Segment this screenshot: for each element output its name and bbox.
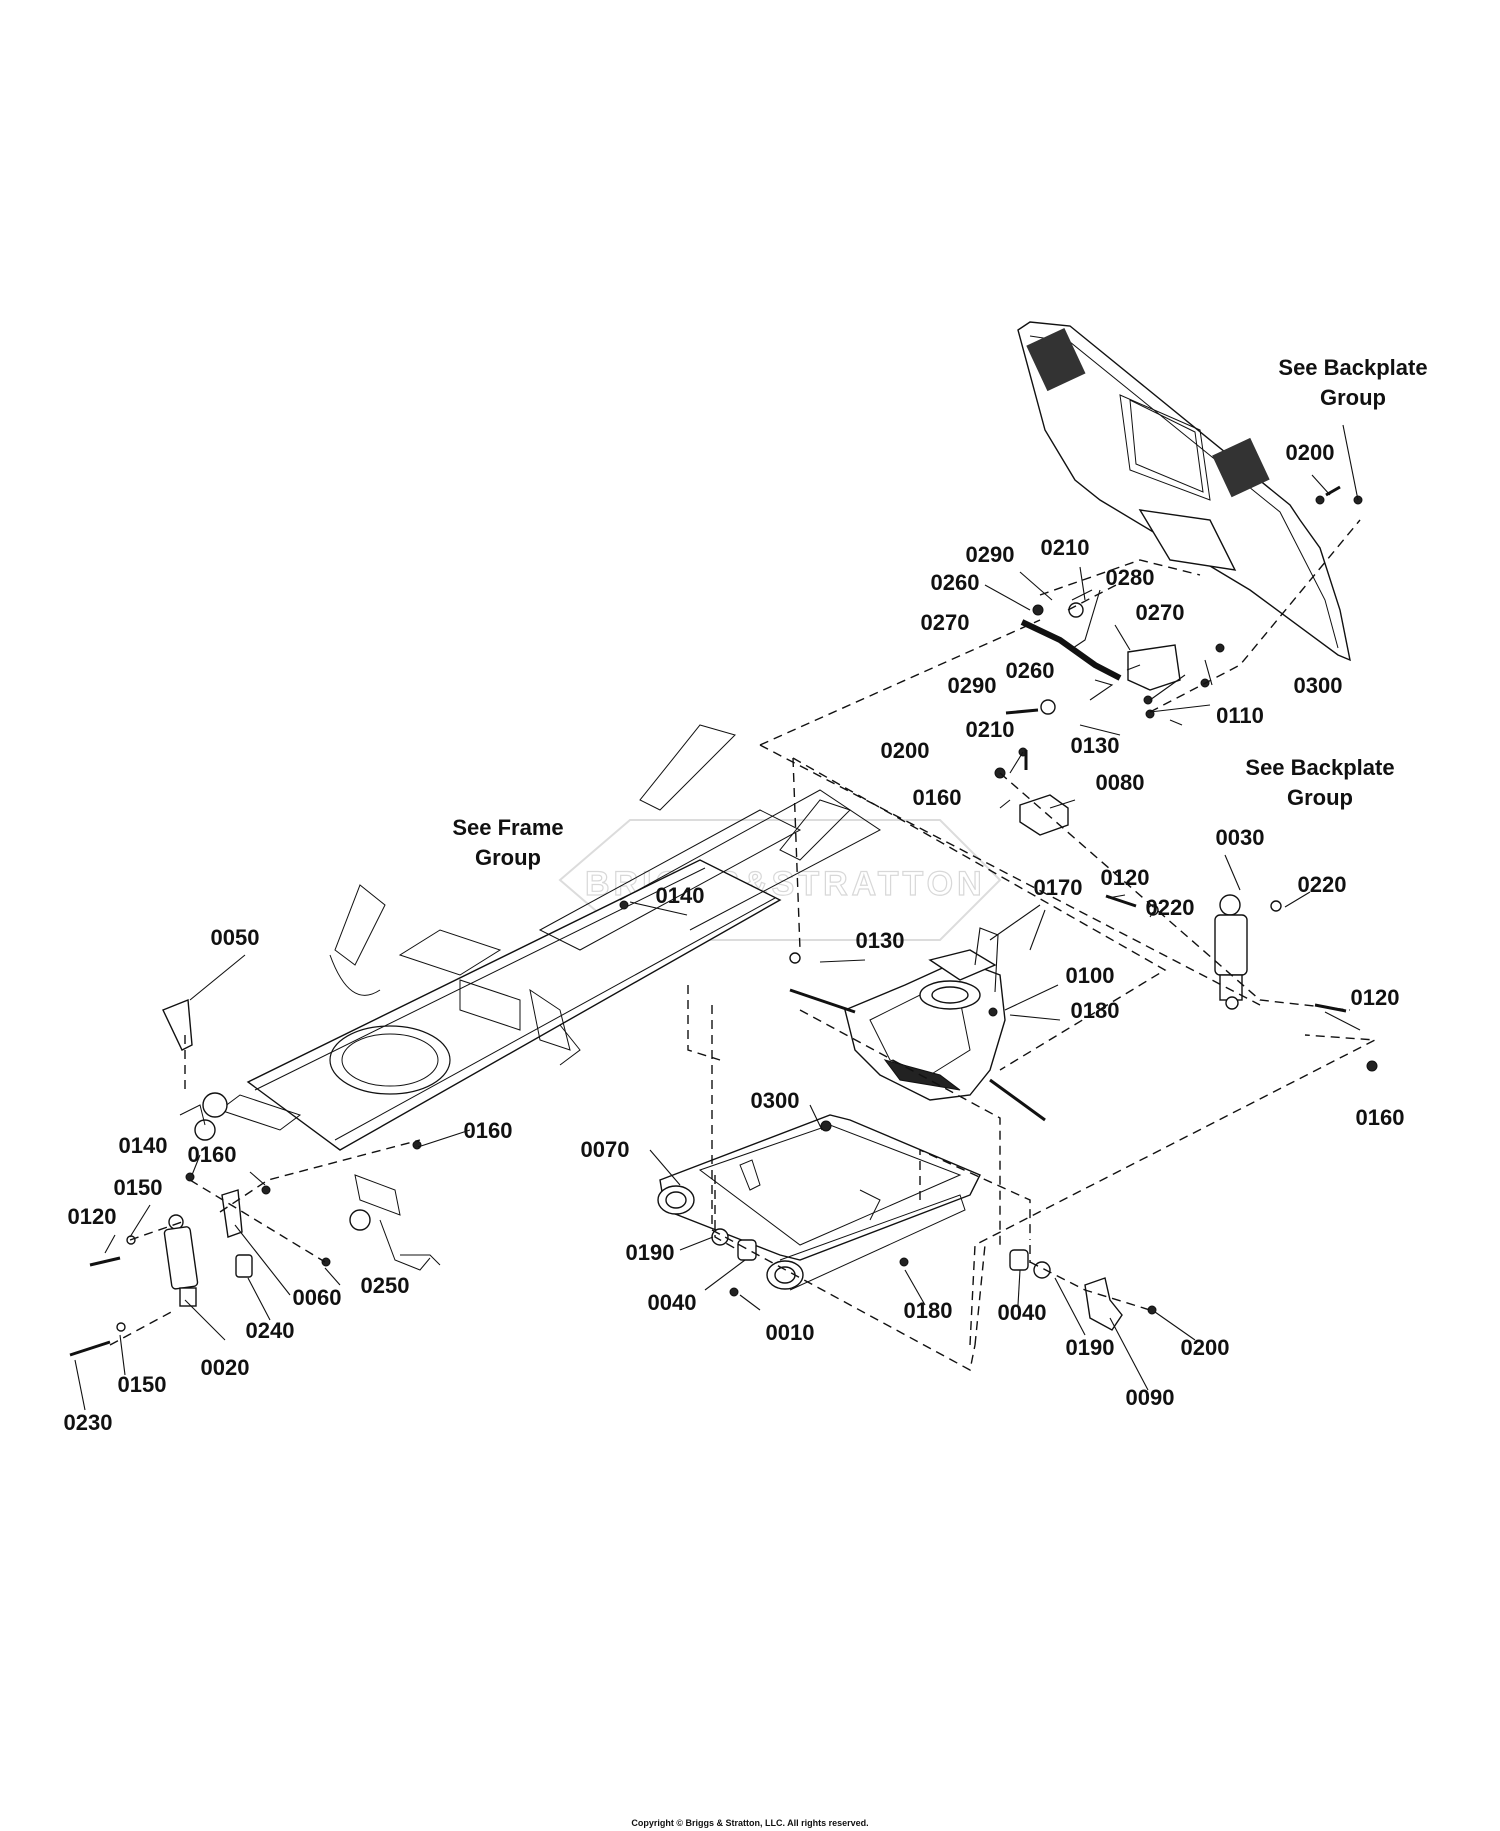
callout-label: 0220 — [1146, 895, 1195, 920]
callout-label: 0180 — [1071, 998, 1120, 1023]
rod-0170 — [974, 927, 999, 993]
callout-label: 0130 — [1071, 733, 1120, 758]
callout-label: 0190 — [626, 1240, 675, 1265]
group-label-line: See Frame — [452, 815, 563, 840]
leader-lines — [74, 424, 1361, 1411]
callout-label: 0290 — [948, 673, 997, 698]
callout-label: 0080 — [1096, 770, 1145, 795]
callout-label: 0200 — [1286, 440, 1335, 465]
callout-label: 0160 — [1356, 1105, 1405, 1130]
callout-label: 0300 — [1294, 673, 1343, 698]
transaxle-0100 — [789, 949, 1046, 1122]
callout-label: 0170 — [1034, 875, 1083, 900]
group-label-line: See Backplate — [1245, 755, 1394, 780]
callout-label: 0100 — [1066, 963, 1115, 988]
backplate-outline — [1017, 321, 1351, 662]
callout-label: 0150 — [114, 1175, 163, 1200]
callout-label: 0120 — [68, 1204, 117, 1229]
callout-label: 0150 — [118, 1372, 167, 1397]
bracket-0080 — [1019, 794, 1069, 836]
callout-label: 0270 — [921, 610, 970, 635]
bracket-0090 — [1084, 1277, 1123, 1331]
copyright-notice: Copyright © Briggs & Stratton, LLC. All … — [631, 1818, 868, 1828]
callout-label: 0030 — [1216, 825, 1265, 850]
callout-label: 0160 — [913, 785, 962, 810]
assembly-lines — [109, 519, 1378, 1372]
callout-label: 0050 — [211, 925, 260, 950]
callout-label: 0200 — [1181, 1335, 1230, 1360]
rod-0280 — [1020, 619, 1122, 681]
group-label-line: Group — [475, 845, 541, 870]
callout-label: 0160 — [188, 1142, 237, 1167]
bushings — [711, 1228, 1051, 1279]
group-label-line: See Backplate — [1278, 355, 1427, 380]
callout-label: 0200 — [881, 738, 930, 763]
callout-label: 0210 — [1041, 535, 1090, 560]
callout-label: 0300 — [751, 1088, 800, 1113]
callout-label: 0230 — [64, 1410, 113, 1435]
group-label-line: Group — [1320, 385, 1386, 410]
shock-0020 — [163, 1214, 199, 1307]
callout-label: 0290 — [966, 542, 1015, 567]
callout-label: 0110 — [1216, 703, 1264, 728]
frame-assembly — [179, 724, 881, 1271]
shock-0030 — [1214, 894, 1248, 1010]
callout-label: 0270 — [1136, 600, 1185, 625]
callout-label: 0240 — [246, 1318, 295, 1343]
callout-label: 0060 — [293, 1285, 342, 1310]
callout-label: 0140 — [119, 1133, 168, 1158]
group-label-line: Group — [1287, 785, 1353, 810]
callout-label: 0090 — [1126, 1385, 1175, 1410]
callout-label: 0220 — [1298, 872, 1347, 897]
axle-support-0070 — [657, 1114, 981, 1291]
callout-label: 0260 — [1006, 658, 1055, 683]
callout-label: 0260 — [931, 570, 980, 595]
callout-label: 0280 — [1106, 565, 1155, 590]
callout-label: 0010 — [766, 1320, 815, 1345]
group-label-backplate-top: See Backplate Group — [1278, 355, 1427, 410]
callout-label: 0130 — [856, 928, 905, 953]
bracket-0050 — [162, 999, 193, 1051]
callout-label: 0120 — [1101, 865, 1150, 890]
callout-label: 0250 — [361, 1273, 410, 1298]
bracket-0060 — [221, 1189, 243, 1238]
callout-label: 0210 — [966, 717, 1015, 742]
callout-label: 0040 — [998, 1300, 1047, 1325]
callout-label: 0120 — [1351, 985, 1400, 1010]
group-label-frame: See Frame Group — [452, 815, 563, 870]
callout-label: 0180 — [904, 1298, 953, 1323]
callout-label: 0070 — [581, 1137, 630, 1162]
callout-label: 0040 — [648, 1290, 697, 1315]
spacer-0240 — [235, 1254, 253, 1278]
group-label-backplate-mid: See Backplate Group — [1245, 755, 1394, 810]
bracket-0110 — [1127, 644, 1181, 691]
callout-label: 0020 — [201, 1355, 250, 1380]
callout-label: 0190 — [1066, 1335, 1115, 1360]
callout-label: 0140 — [656, 883, 705, 908]
callout-label: 0160 — [464, 1118, 513, 1143]
callouts: 0200 0290 0210 0280 0260 0270 0270 0300 … — [64, 440, 1405, 1435]
